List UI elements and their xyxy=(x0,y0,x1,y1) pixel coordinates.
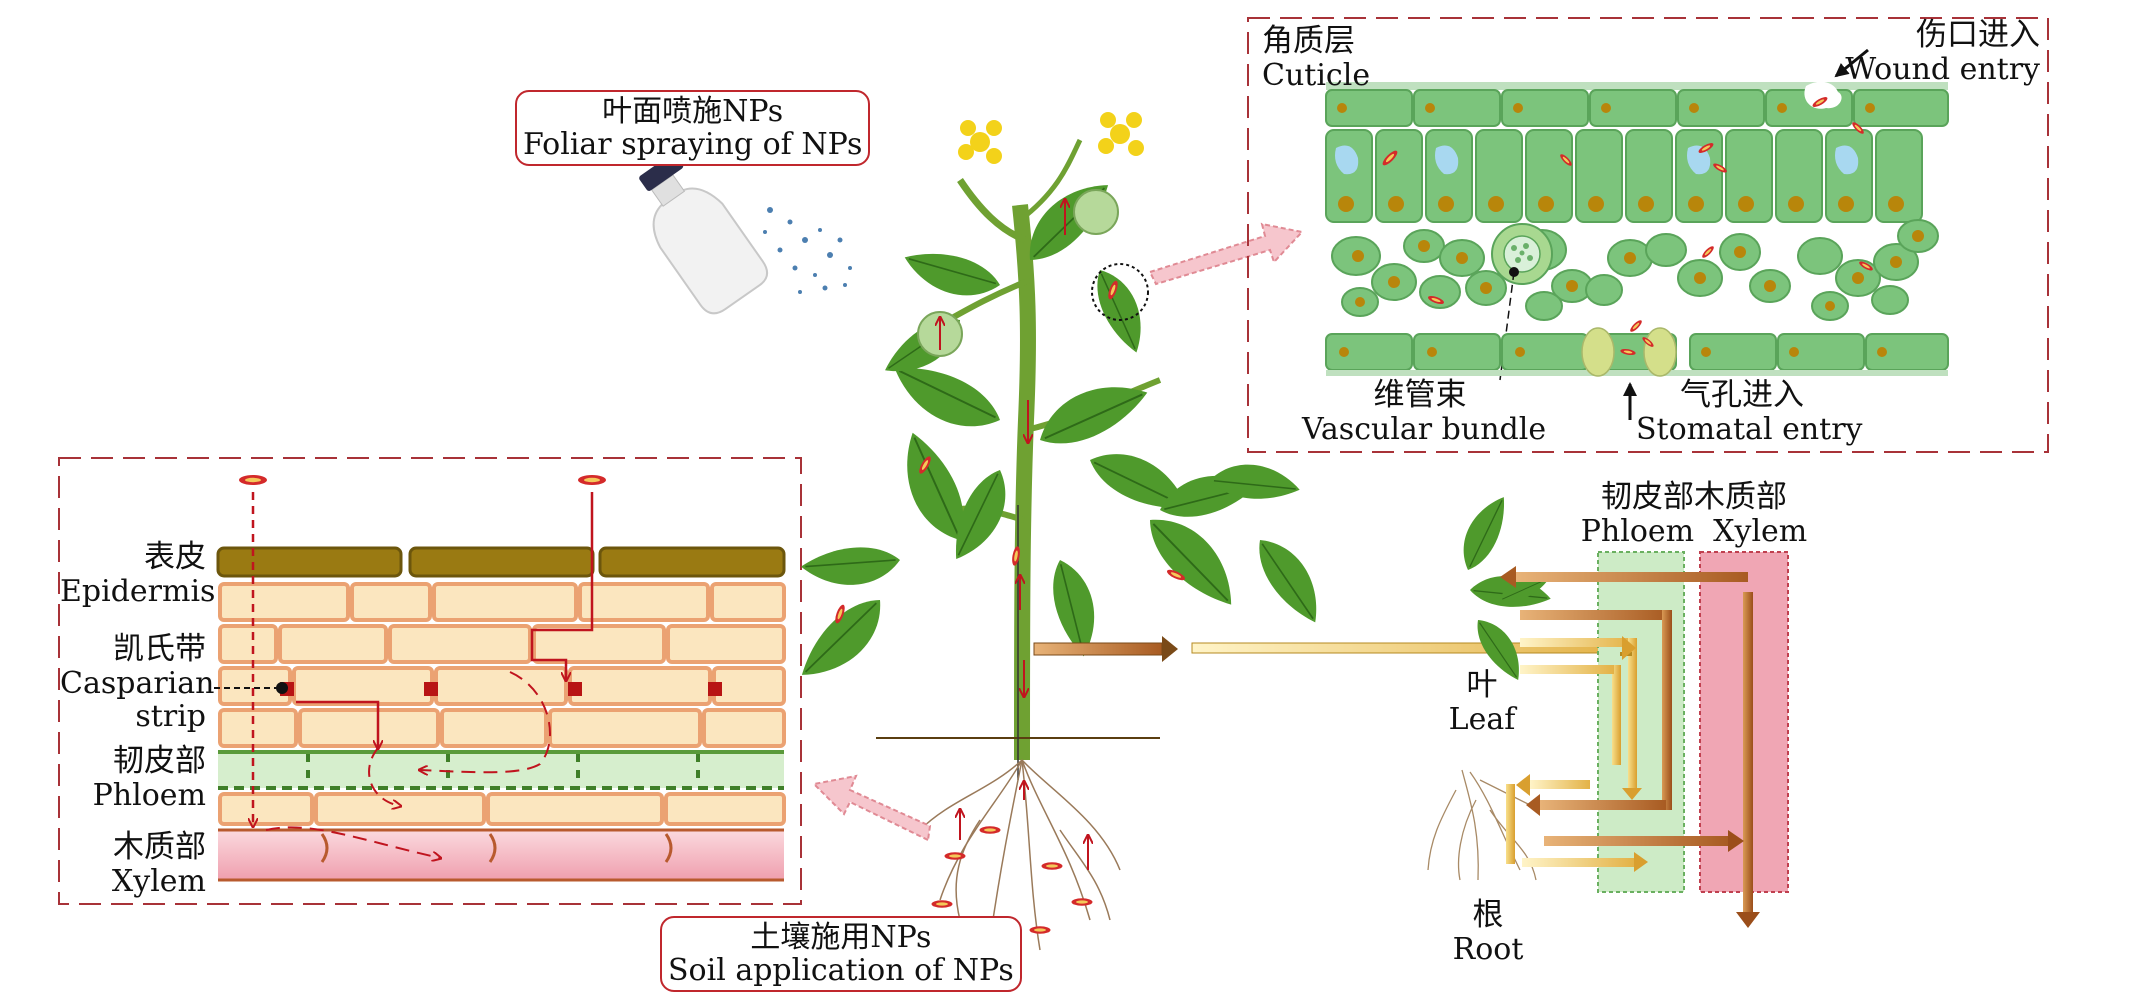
vascular-bundle-en: Vascular bundle xyxy=(1302,411,1547,447)
soil-application-en: Soil application of NPs xyxy=(668,953,1014,988)
cuticle-en: Cuticle xyxy=(1262,57,1371,93)
vascular-bundle xyxy=(1491,223,1553,381)
flower-icon xyxy=(1098,112,1144,156)
wound-entry-label: 伤口进入 Wound entry xyxy=(1824,18,2040,86)
xylem-root-cn: 木质部 xyxy=(113,829,206,865)
cuticle-cn: 角质层 xyxy=(1262,23,1355,59)
root-cross-section-panel xyxy=(58,457,802,905)
phloem-root-label: 韧皮部 Phloem xyxy=(60,744,206,812)
flower-icon xyxy=(958,120,1002,164)
nanoparticle-icon xyxy=(979,826,1001,834)
root-label: 根 Root xyxy=(1430,898,1546,966)
cuticle-label: 角质层 Cuticle xyxy=(1262,24,1370,92)
phloem-xylem-en: Phloem Xylem xyxy=(1580,513,1808,549)
nanoparticle-icon xyxy=(931,900,953,908)
wound-entry-cn: 伤口进入 xyxy=(1916,17,2040,53)
epidermis-label: 表皮 Epidermis xyxy=(60,539,216,609)
foliar-spraying-label: 叶面喷施NPs Foliar spraying of NPs xyxy=(515,90,871,166)
zoom-arrow-leaf xyxy=(1148,222,1304,286)
leaf-label: 叶 Leaf xyxy=(1430,668,1534,736)
zoom-arrow-root xyxy=(811,774,932,842)
nanoparticle-icon xyxy=(1071,898,1093,906)
epidermis-cn: 表皮 xyxy=(144,539,206,575)
transport-panel xyxy=(1427,489,1789,928)
tomato-fruit-icon xyxy=(1073,189,1119,235)
nanoparticle-icon xyxy=(239,475,267,485)
casparian-strip-label: 凯氏带 Casparian strip xyxy=(60,631,215,735)
phloem-root-en: Phloem xyxy=(92,777,206,813)
vascular-bundle-label: 维管束 Vascular bundle xyxy=(1302,377,1547,447)
xylem-root-label: 木质部 Xylem xyxy=(60,830,206,898)
nanoparticle-icon xyxy=(1041,862,1063,870)
phloem-root-cn: 韧皮部 xyxy=(113,743,206,779)
root-cn: 根 xyxy=(1472,897,1504,933)
spray-bottle-icon xyxy=(639,146,769,315)
leaf-cn: 叶 xyxy=(1466,667,1498,703)
stoma-icon xyxy=(1581,327,1677,377)
vascular-bundle-cn: 维管束 xyxy=(1373,377,1467,413)
soil-application-cn: 土壤施用NPs xyxy=(750,920,932,955)
epidermis-en: Epidermis xyxy=(60,573,216,609)
phloem-xylem-cn: 韧皮部木质部 xyxy=(1601,479,1787,515)
nanoparticle-icon xyxy=(1700,244,1716,260)
nanoparticle-icon xyxy=(1628,318,1644,334)
soil-application-label: 土壤施用NPs Soil application of NPs xyxy=(660,916,1022,992)
stomatal-entry-label: 气孔进入 Stomatal entry xyxy=(1636,377,1863,447)
leaf-cross-section-panel xyxy=(1247,17,2049,453)
wound-entry-en: Wound entry xyxy=(1845,51,2040,87)
nanoparticle-icon xyxy=(578,475,606,485)
root-en: Root xyxy=(1452,931,1524,967)
spray-mist xyxy=(763,207,852,294)
xylem-root-en: Xylem xyxy=(111,863,206,899)
stomatal-entry-cn: 气孔进入 xyxy=(1680,377,1804,413)
stem-connector xyxy=(1033,636,1623,662)
leaf-thumbnail xyxy=(1449,489,1554,688)
tomato-plant xyxy=(787,112,1332,954)
leaf-en: Leaf xyxy=(1448,701,1516,737)
stomatal-entry-en: Stomatal entry xyxy=(1636,411,1863,447)
nanoparticle-icon xyxy=(1029,926,1051,934)
nanoparticle-icon xyxy=(944,852,966,860)
foliar-spraying-cn: 叶面喷施NPs xyxy=(602,94,784,129)
casparian-strip-en2: strip xyxy=(135,699,206,735)
phloem-xylem-header: 韧皮部木质部 Phloem Xylem xyxy=(1578,480,1810,548)
casparian-strip-en: Casparian xyxy=(60,665,215,701)
casparian-strip-cn: 凯氏带 xyxy=(113,631,206,667)
foliar-spraying-en: Foliar spraying of NPs xyxy=(523,127,863,162)
